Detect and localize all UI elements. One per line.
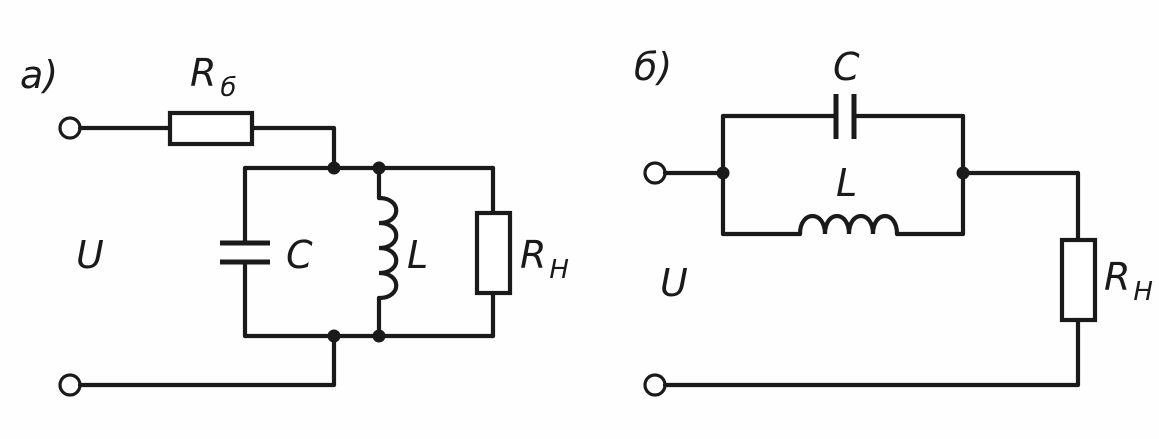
input-terminal-top <box>58 116 82 140</box>
load-resistor-symbol: R <box>1104 255 1130 299</box>
load-resistor-symbol: R <box>520 233 546 277</box>
load-resistor <box>1059 237 1098 323</box>
input-terminal-top <box>643 161 667 185</box>
ballast-resistor <box>167 110 255 147</box>
input-terminal-bottom <box>643 373 667 397</box>
load-resistor-subscript: H <box>1133 277 1153 307</box>
circuit-a-panel-label: a) <box>20 53 58 97</box>
inductor-coil <box>376 195 399 301</box>
capacitor-label: C <box>286 233 313 277</box>
wire-return-bottom <box>662 317 1081 388</box>
load-resistor-subscript: H <box>549 255 569 285</box>
input-terminal-bottom <box>58 373 82 397</box>
inductor-coil <box>797 214 900 237</box>
circuit-a-source-label: U <box>76 233 104 277</box>
inductor-label: L <box>836 161 857 205</box>
inductor-label: L <box>407 233 428 277</box>
wire-ballast-to-node <box>249 125 337 171</box>
junction-node <box>956 166 970 180</box>
junction-node <box>716 166 730 180</box>
load-resistor <box>474 210 513 296</box>
wire-input-bottom <box>77 333 337 388</box>
junction-node <box>372 161 386 175</box>
junction-node <box>327 329 341 343</box>
wire-to-load <box>960 170 1081 243</box>
junction-node <box>327 161 341 175</box>
circuit-b-source-label: U <box>660 261 688 305</box>
ballast-resistor-subscript: б <box>220 73 236 103</box>
ballast-resistor-symbol: R <box>190 51 216 95</box>
circuit-b-panel-label: б) <box>634 45 672 89</box>
capacitor-label: C <box>833 45 860 89</box>
junction-node <box>372 329 386 343</box>
